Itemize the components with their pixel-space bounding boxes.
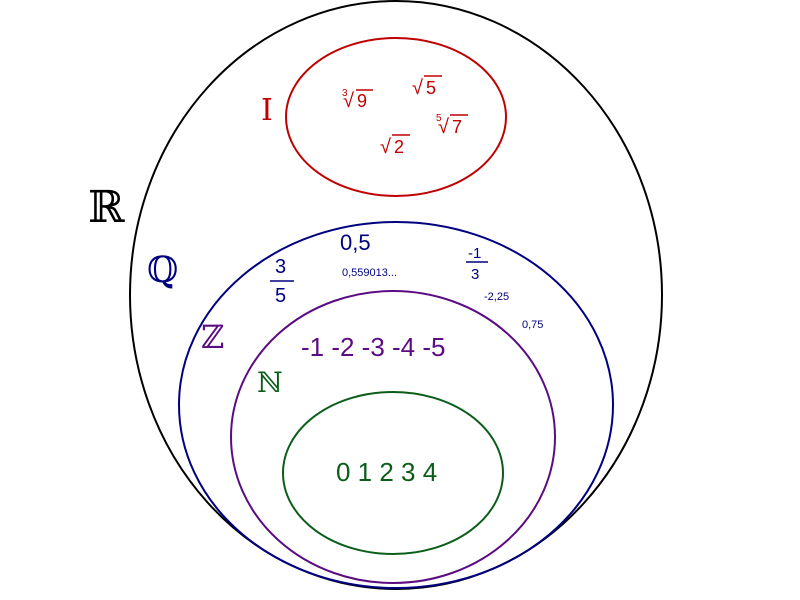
svg-text:-1: -1 (468, 245, 481, 262)
natural-set-ellipse (282, 391, 504, 555)
rational-decimal-neg: -2,25 (484, 291, 509, 303)
rational-fraction-3-5: 3 5 (270, 256, 294, 307)
svg-text:3: 3 (342, 88, 348, 99)
integer-elements: -1 -2 -3 -4 -5 (301, 332, 446, 362)
real-set-label: ℝ (88, 182, 125, 233)
rational-decimal-large: 0,5 (340, 230, 371, 255)
natural-elements: 0 1 2 3 4 (336, 457, 437, 487)
svg-text:√: √ (438, 116, 449, 138)
svg-text:5: 5 (426, 78, 436, 98)
natural-set-label: ℕ (257, 366, 283, 399)
rational-set-label: ℚ (147, 250, 178, 291)
svg-text:√: √ (343, 90, 354, 112)
integer-set-ellipse (230, 290, 556, 584)
svg-text:5: 5 (275, 285, 286, 307)
svg-text:2: 2 (394, 137, 404, 157)
rational-fraction-neg1-3: -1 3 (466, 245, 488, 283)
svg-text:√: √ (380, 136, 391, 158)
radical-sqrt-2: √ 2 (380, 134, 410, 158)
rational-decimal-small: 0,75 (522, 319, 543, 331)
svg-text:3: 3 (471, 266, 479, 283)
real-set-ellipse (129, 0, 663, 590)
svg-text:9: 9 (357, 91, 367, 111)
irrational-set-label: I (261, 93, 273, 128)
svg-text:7: 7 (452, 117, 462, 137)
svg-text:√: √ (412, 77, 423, 99)
integer-set-label: ℤ (201, 318, 224, 356)
rational-set-ellipse (178, 221, 614, 589)
svg-text:5: 5 (436, 113, 442, 124)
rational-decimal-long: 0,559013... (342, 267, 397, 279)
radical-sqrt-5: √ 5 (412, 75, 442, 99)
svg-text:3: 3 (275, 256, 286, 278)
radical-cuberoot-9: 3 √ 9 (342, 88, 373, 112)
irrational-set-ellipse (285, 37, 507, 197)
radical-fifthroot-7: 5 √ 7 (436, 113, 468, 138)
